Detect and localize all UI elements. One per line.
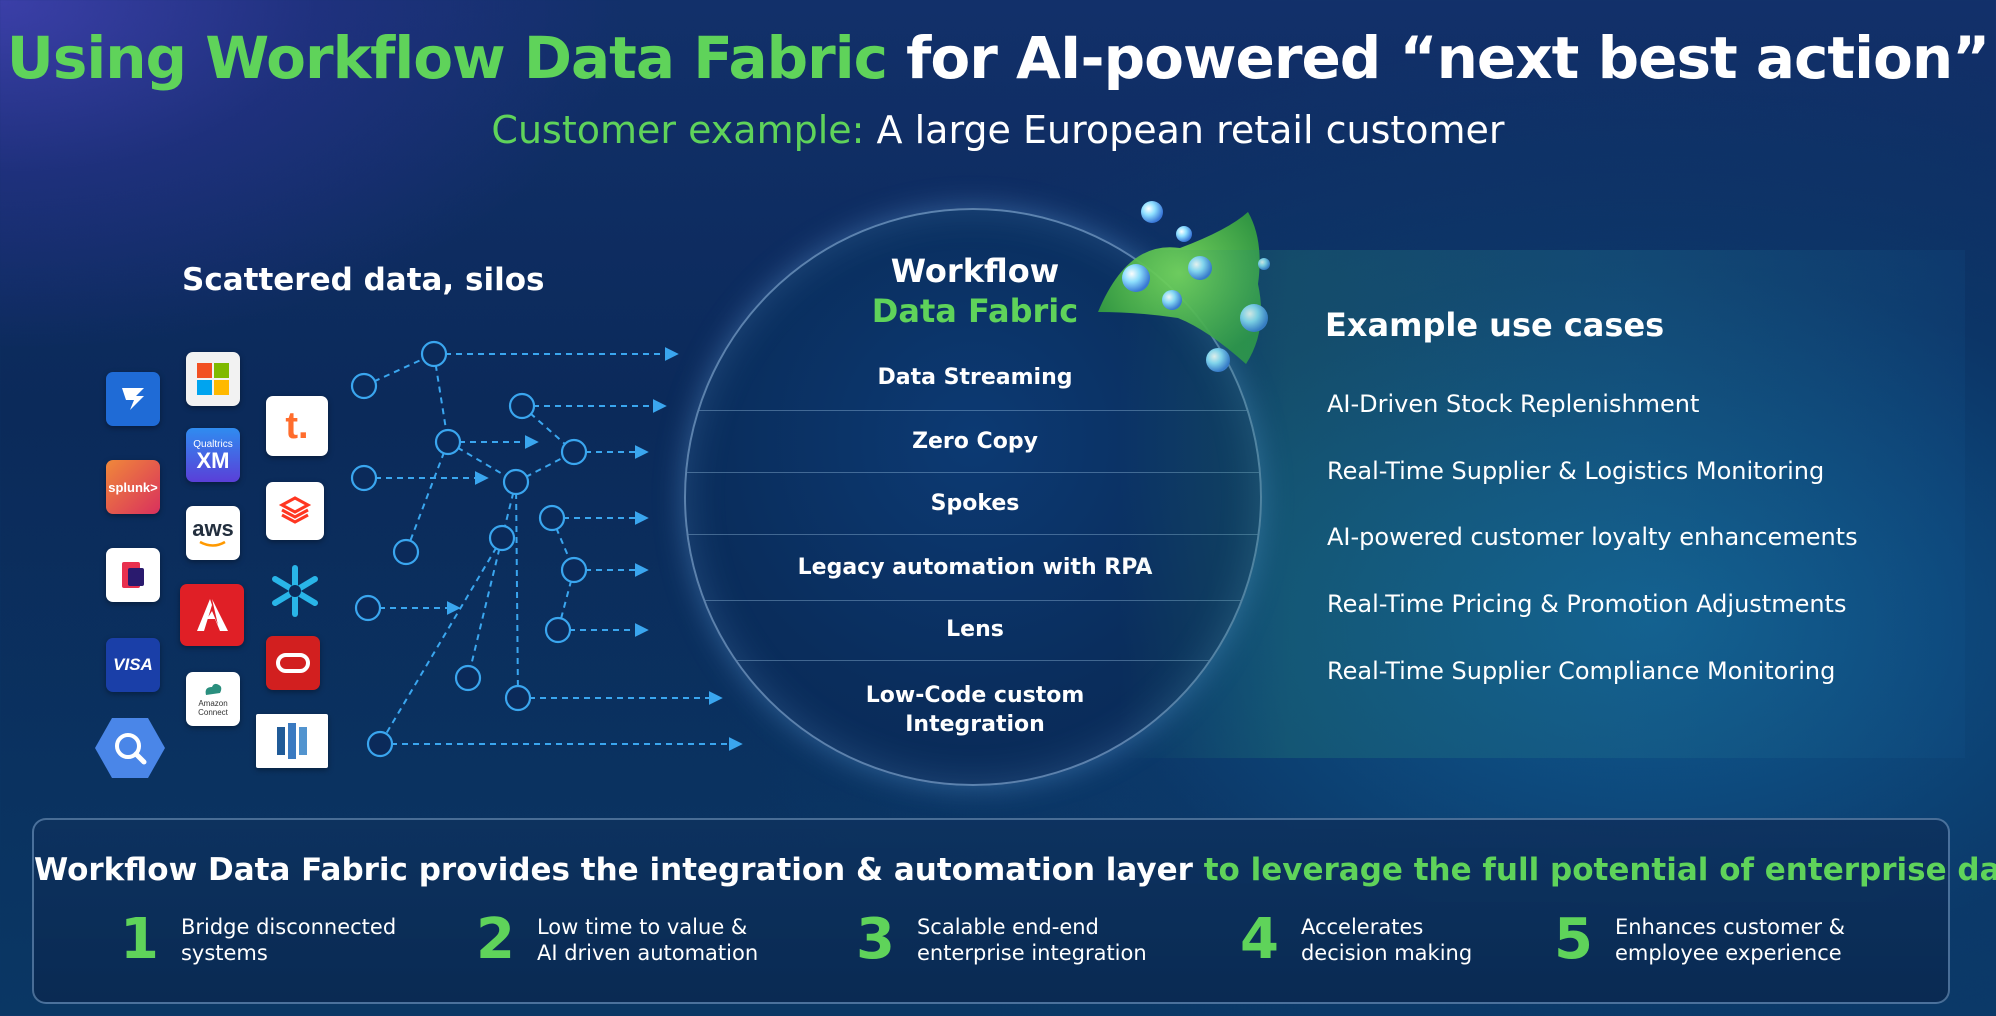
pagerduty-logo-icon: [106, 548, 160, 602]
use-cases-panel: [1120, 250, 1965, 758]
use-case-item: Real-Time Supplier Compliance Monitoring: [1327, 657, 1836, 685]
layer-divider: [686, 534, 1260, 535]
layer-zero-copy: Zero Copy: [912, 429, 1038, 454]
use-cases-heading: Example use cases: [1325, 306, 1665, 344]
amazon-label: Amazon: [198, 699, 228, 708]
data-blob-decoration-icon: [1098, 201, 1270, 372]
microsoft-logo-icon: [186, 352, 240, 406]
layer-data-streaming: Data Streaming: [877, 365, 1073, 390]
oracle-logo-icon: [266, 636, 320, 690]
jira-logo-icon: [106, 372, 160, 426]
benefit-text: Accelerates decision making: [1300, 915, 1473, 965]
use-case-item: Real-Time Pricing & Promotion Adjustment…: [1327, 590, 1847, 618]
use-case-item: AI-powered customer loyalty enhancements: [1327, 523, 1858, 551]
scattered-data-heading: Scattered data, silos: [182, 262, 545, 298]
layer-divider: [686, 660, 1260, 661]
benefits-box: Workflow Data Fabric provides the integr…: [32, 818, 1996, 1004]
xm-label: XM: [196, 447, 230, 473]
visa-logo-icon: VISA: [106, 638, 160, 692]
connect-label: Connect: [198, 708, 228, 717]
talend-logo-icon: t.: [266, 396, 328, 456]
adobe-logo-icon: [180, 584, 244, 646]
aws-logo-icon: aws: [186, 506, 240, 560]
benefits-headline: Workflow Data Fabric provides the integr…: [34, 852, 1996, 888]
qualtrics-xm-logo-icon: Qualtrics XM: [186, 428, 240, 482]
benefit-item-2: 2 Low time to value & AI driven automati…: [476, 912, 758, 968]
aws-label: aws: [192, 516, 234, 541]
subtitle-text: A large European retail customer: [864, 108, 1505, 152]
benefit-item-4: 4 Accelerates decision making: [1240, 912, 1472, 968]
subtitle-label: Customer example:: [491, 108, 865, 152]
benefit-text: Enhances customer & employee experience: [1614, 915, 1846, 965]
benefit-item-1: 1 Bridge disconnected systems: [120, 912, 396, 968]
benefits-headline-white: Workflow Data Fabric provides the integr…: [34, 852, 1193, 888]
title-rest: for AI-powered “next best action”: [886, 24, 1990, 92]
fabric-title-line1: Workflow: [890, 252, 1060, 290]
layer-spokes: Spokes: [930, 491, 1020, 516]
benefit-number: 3: [856, 907, 895, 972]
use-case-item: Real-Time Supplier & Logistics Monitorin…: [1327, 457, 1825, 485]
benefit-text: Bridge disconnected systems: [180, 915, 397, 965]
layer-divider: [686, 472, 1260, 473]
benefit-number: 5: [1554, 907, 1593, 972]
splunk-logo-icon: splunk>: [106, 460, 160, 514]
snowflake-logo-icon: [266, 562, 324, 620]
benefit-number: 4: [1240, 907, 1279, 972]
page-title: Using Workflow Data Fabric for AI-powere…: [0, 24, 1996, 92]
bigquery-logo-icon: [94, 716, 166, 780]
benefit-item-3: 3 Scalable end-end enterprise integratio…: [856, 912, 1147, 968]
benefit-item-5: 5 Enhances customer & employee experienc…: [1554, 912, 1845, 968]
layer-divider: [686, 410, 1260, 411]
benefit-number: 2: [476, 907, 515, 972]
layer-legacy-rpa: Legacy automation with RPA: [797, 555, 1153, 580]
layer-low-code-line1: Low-Code custom: [865, 683, 1085, 708]
use-case-item: AI-Driven Stock Replenishment: [1327, 390, 1700, 418]
qualtrics-label: Qualtrics: [193, 438, 233, 450]
benefits-headline-green: to leverage the full potential of enterp…: [1192, 852, 1996, 888]
page-subtitle: Customer example: A large European retai…: [0, 108, 1996, 152]
benefit-number: 1: [120, 907, 159, 972]
fabric-title-line2: Data Fabric: [871, 292, 1079, 330]
databricks-logo-icon: [266, 482, 324, 540]
layer-divider: [686, 600, 1260, 601]
benefit-text: Low time to value & AI driven automation: [536, 915, 759, 965]
amazon-connect-logo-icon: Amazon Connect: [186, 672, 240, 726]
title-highlight: Using Workflow Data Fabric: [6, 24, 888, 92]
layer-lens: Lens: [946, 617, 1004, 642]
redshift-logo-icon: [256, 714, 328, 768]
layer-low-code-line2: Integration: [905, 712, 1045, 737]
benefit-text: Scalable end-end enterprise integration: [916, 915, 1147, 965]
